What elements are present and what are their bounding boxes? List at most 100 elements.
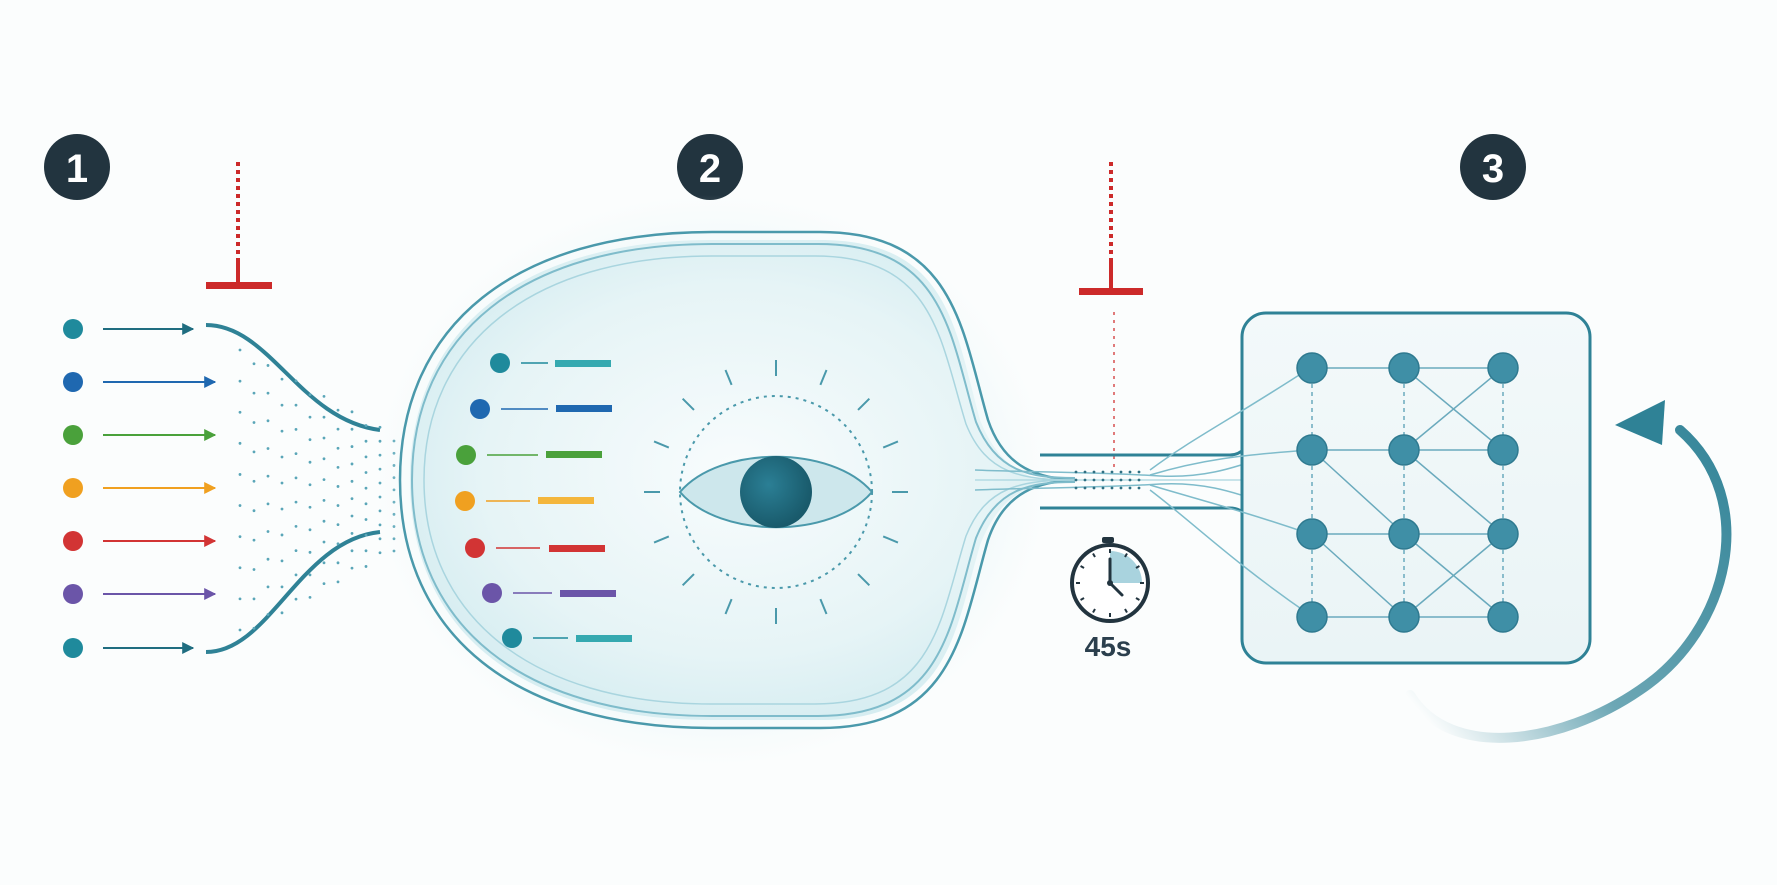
particle xyxy=(280,533,284,537)
network-node xyxy=(1487,601,1519,633)
particle xyxy=(238,441,242,445)
stopwatch-icon xyxy=(1070,537,1150,623)
particle xyxy=(308,438,312,442)
particle xyxy=(322,561,326,565)
particle xyxy=(322,436,326,440)
particle xyxy=(266,585,270,589)
particle xyxy=(322,415,326,419)
clock-tick xyxy=(1135,565,1140,569)
particle xyxy=(1110,478,1114,482)
particle xyxy=(1137,478,1141,482)
particle xyxy=(308,483,312,487)
teal-dot xyxy=(63,638,83,658)
particle xyxy=(336,542,340,546)
particle xyxy=(350,566,354,570)
particle xyxy=(294,476,298,480)
particle xyxy=(1092,470,1096,474)
particle xyxy=(1083,470,1087,474)
green-dot xyxy=(456,445,476,465)
particle xyxy=(238,628,242,632)
particle xyxy=(350,479,354,483)
particle xyxy=(322,519,326,523)
particle xyxy=(308,595,312,599)
cycle-arrow-icon xyxy=(1405,400,1732,743)
particle xyxy=(350,532,354,535)
particle xyxy=(1101,486,1105,490)
particle xyxy=(1101,478,1105,482)
network-edge xyxy=(1311,449,1405,535)
particle xyxy=(322,540,326,544)
particle xyxy=(266,474,270,478)
orange-dot xyxy=(63,478,83,498)
particle xyxy=(308,573,312,577)
network-edge xyxy=(1403,449,1504,535)
input-funnel xyxy=(205,323,396,654)
step-1-badge: 1 xyxy=(44,134,110,200)
network-node xyxy=(1388,601,1420,633)
particle xyxy=(1092,478,1096,482)
particle xyxy=(322,394,326,398)
eye-ray xyxy=(681,397,695,411)
particle xyxy=(350,445,354,448)
step-2-number: 2 xyxy=(699,147,721,191)
network-edge xyxy=(1403,367,1504,451)
step-2-badge: 2 xyxy=(677,134,743,200)
eye-ray xyxy=(819,369,828,386)
particle xyxy=(266,557,270,561)
particle xyxy=(1119,486,1123,490)
eye-ray xyxy=(681,573,695,587)
eye-ray xyxy=(724,598,733,615)
particle xyxy=(1110,486,1114,490)
network-node xyxy=(1388,434,1420,466)
particle xyxy=(238,597,242,601)
blue-dot xyxy=(63,372,83,392)
particle xyxy=(322,582,326,586)
clock-tick xyxy=(1092,553,1096,558)
particle xyxy=(336,504,340,507)
particle xyxy=(336,561,340,565)
particle xyxy=(1128,486,1132,490)
particle xyxy=(350,514,354,518)
network-node xyxy=(1296,518,1328,550)
red-dot xyxy=(63,531,83,551)
particle xyxy=(294,452,298,456)
particle xyxy=(252,568,256,571)
eye-ray xyxy=(653,535,670,544)
teal-dot xyxy=(502,628,522,648)
particle xyxy=(364,471,368,474)
network-node xyxy=(1296,601,1328,633)
eye-ray xyxy=(819,598,828,615)
particle xyxy=(252,626,256,630)
particle xyxy=(364,533,368,537)
particle xyxy=(294,500,298,504)
eye-ray xyxy=(857,573,871,587)
network-node xyxy=(1388,352,1420,384)
particle xyxy=(280,481,284,485)
particle xyxy=(1092,486,1096,490)
particle xyxy=(294,549,298,553)
particle xyxy=(294,427,298,431)
particle xyxy=(336,427,340,431)
particle xyxy=(266,391,270,395)
particle xyxy=(1128,470,1132,474)
particle xyxy=(364,502,368,506)
particle xyxy=(350,462,354,466)
particle xyxy=(322,457,326,461)
clock-tick xyxy=(1080,597,1085,601)
particle xyxy=(308,460,312,464)
particle xyxy=(308,528,312,532)
clock-tick xyxy=(1124,608,1128,613)
timer-label: 45s xyxy=(1085,631,1132,662)
particle xyxy=(252,538,256,542)
inhibitor-t-icon xyxy=(206,162,272,289)
particle xyxy=(266,419,270,423)
particle xyxy=(238,348,242,352)
memory-items xyxy=(455,353,632,648)
blue-dot xyxy=(470,399,490,419)
particle xyxy=(280,429,284,433)
particle xyxy=(364,565,368,568)
particle-stream xyxy=(238,348,396,632)
eye-ray xyxy=(724,369,733,386)
inhibitor-t-icon xyxy=(1079,162,1143,470)
particle xyxy=(1137,470,1141,474)
